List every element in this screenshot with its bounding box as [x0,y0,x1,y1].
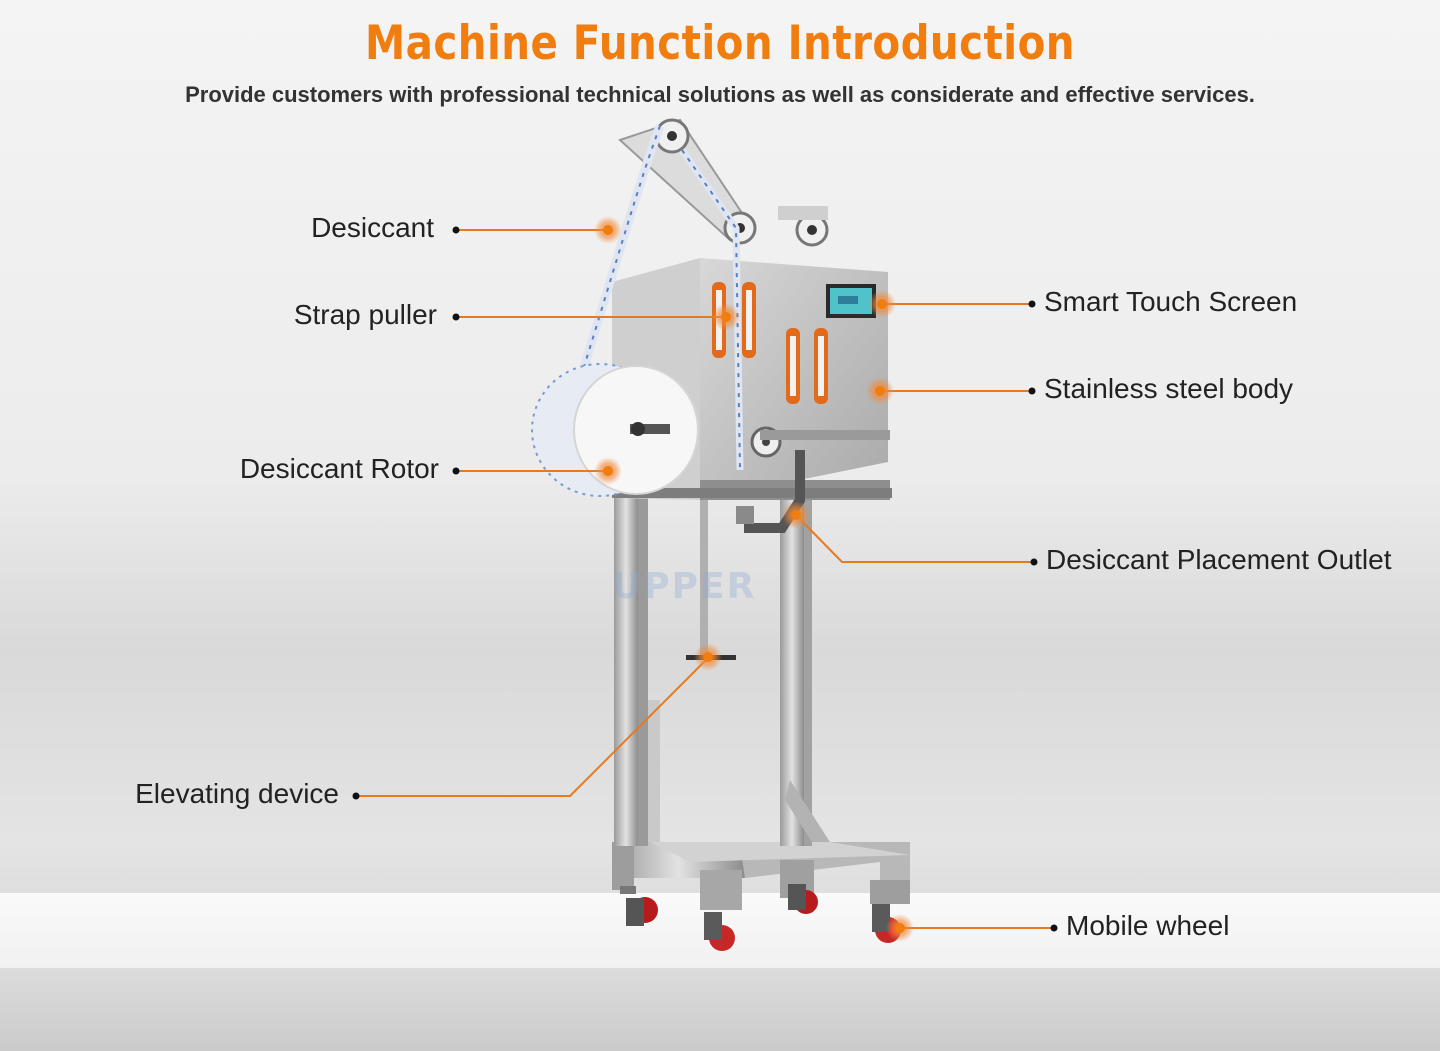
label-elevating-device: Elevating device [135,778,339,809]
label-desiccant-rotor: Desiccant Rotor [239,453,439,484]
label-stainless-steel-body: Stainless steel body [1044,373,1294,404]
desiccant-strap [575,124,744,471]
hotspot-centers [603,225,905,933]
label-desiccant-placement-outlet: Desiccant Placement Outlet [1046,544,1392,575]
floor-shadow-band [0,968,1440,1051]
page-title: Machine Function Introduction [365,16,1075,71]
callout-leaders [356,229,1053,929]
leader-elevating-device [356,657,709,797]
machine-wheels [620,884,901,951]
label-desiccant: Desiccant [311,212,434,243]
page-subtitle: Provide customers with professional tech… [185,82,1255,107]
leader-desiccant-placement-outlet [795,514,1033,563]
label-mobile-wheel: Mobile wheel [1066,910,1230,941]
upper-logo-watermark: UPPER [612,566,757,607]
machine-columns [614,496,830,846]
callout-dots [352,226,1058,932]
label-smart-touch-screen: Smart Touch Screen [1044,286,1298,317]
label-strap-puller: Strap puller [293,299,437,330]
machine-base-frame [612,842,910,910]
